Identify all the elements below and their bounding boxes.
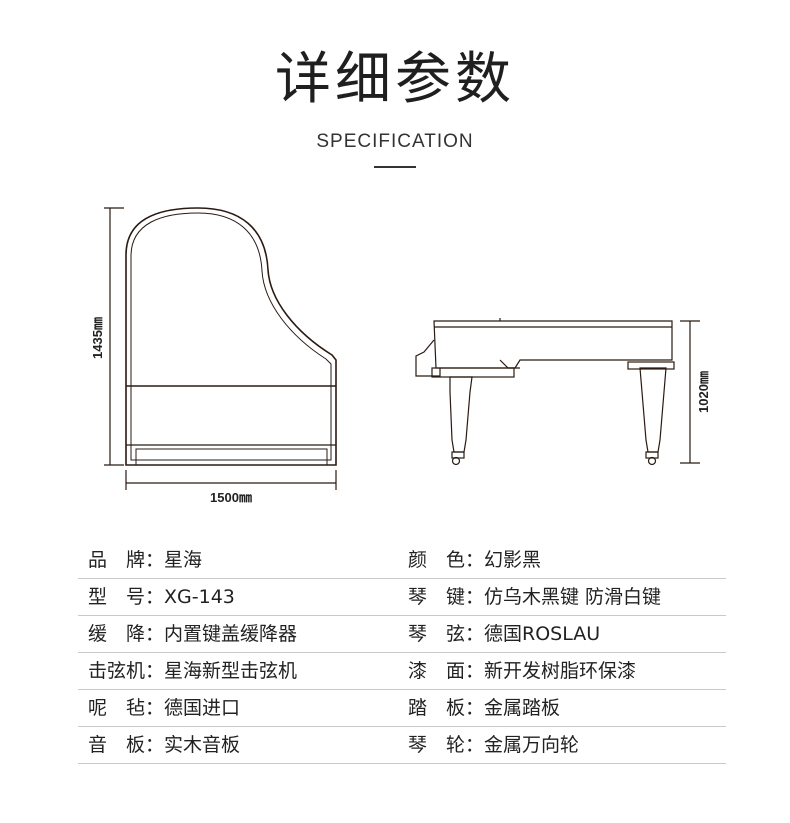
- piano-side-body: [433, 320, 673, 369]
- spec-right: 漆 面：新开发树脂环保漆: [408, 653, 636, 689]
- spec-label: 踏 板：: [408, 697, 485, 719]
- spec-label: 缓 降：: [88, 623, 165, 645]
- spec-right: 琴 弦：德国ROSLAU: [408, 616, 600, 652]
- spec-label: 琴 键：: [408, 586, 485, 608]
- spec-value: 内置键盖缓降器: [164, 623, 298, 645]
- spec-value: 实木音板: [164, 734, 241, 756]
- piano-front-leg: [449, 376, 473, 453]
- spec-right: 琴 轮：金属万向轮: [408, 727, 579, 763]
- side-view-height-dimension: [680, 320, 700, 464]
- spec-label: 颜 色：: [408, 549, 485, 571]
- piano-top-outline-outer: [125, 207, 337, 466]
- spec-label: 琴 弦：: [408, 623, 485, 645]
- piano-top-view: [125, 207, 337, 466]
- spec-label: 击弦机：: [88, 660, 165, 682]
- spec-value: 德国进口: [164, 697, 241, 719]
- spec-left: 音 板：实木音板: [88, 727, 240, 763]
- spec-right: 琴 键：仿乌木黑键 防滑白键: [408, 579, 661, 615]
- page-subtitle: SPECIFICATION: [316, 131, 474, 152]
- spec-label: 琴 轮：: [408, 734, 485, 756]
- spec-row: 缓 降：内置键盖缓降器 琴 弦：德国ROSLAU: [78, 616, 726, 653]
- spec-value: 星海: [164, 549, 203, 571]
- top-view-height-dimension: [104, 207, 124, 466]
- spec-label: 品 牌：: [88, 549, 165, 571]
- spec-value: 新开发树脂环保漆: [484, 660, 637, 682]
- spec-left: 击弦机：星海新型击弦机: [88, 653, 297, 689]
- pedal-rail: [135, 448, 328, 466]
- top-view-height-label: 1435㎜: [90, 317, 105, 359]
- spec-row: 型 号：XG-143 琴 键：仿乌木黑键 防滑白键: [78, 579, 726, 616]
- top-view-width-label: 1500㎜: [210, 490, 252, 505]
- spec-left: 型 号：XG-143: [88, 579, 235, 615]
- spec-left: 缓 降：内置键盖缓降器: [88, 616, 297, 652]
- piano-dimension-drawing: 1435㎜ 1500㎜ 1020㎜: [90, 207, 711, 505]
- top-view-width-dimension: [125, 470, 337, 490]
- page-title: 详细参数: [275, 47, 515, 112]
- piano-side-view: [415, 318, 675, 466]
- side-view-height-label: 1020㎜: [696, 371, 711, 413]
- piano-rear-leg: [639, 367, 667, 453]
- spec-row: 击弦机：星海新型击弦机 漆 面：新开发树脂环保漆: [78, 653, 726, 690]
- spec-value: XG-143: [164, 586, 235, 608]
- spec-value: 仿乌木黑键 防滑白键: [484, 586, 662, 608]
- spec-value: 幻影黑: [484, 549, 542, 571]
- spec-value: 星海新型击弦机: [164, 660, 298, 682]
- spec-row: 音 板：实木音板 琴 轮：金属万向轮: [78, 727, 726, 764]
- spec-label: 漆 面：: [408, 660, 485, 682]
- piano-top-outline-inner: [130, 212, 332, 461]
- spec-label: 型 号：: [88, 586, 165, 608]
- spec-left: 呢 毡：德国进口: [88, 690, 240, 726]
- spec-row: 呢 毡：德国进口 踏 板：金属踏板: [78, 690, 726, 727]
- spec-value: 金属踏板: [484, 697, 561, 719]
- spec-value: 金属万向轮: [484, 734, 580, 756]
- spec-row: 品 牌：星海 颜 色：幻影黑: [78, 542, 726, 579]
- spec-left: 品 牌：星海: [88, 542, 202, 578]
- spec-right: 踏 板：金属踏板: [408, 690, 560, 726]
- spec-right: 颜 色：幻影黑: [408, 542, 541, 578]
- spec-value: 德国ROSLAU: [484, 623, 601, 645]
- spec-label: 呢 毡：: [88, 697, 165, 719]
- title-underline: [374, 166, 416, 168]
- spec-label: 音 板：: [88, 734, 165, 756]
